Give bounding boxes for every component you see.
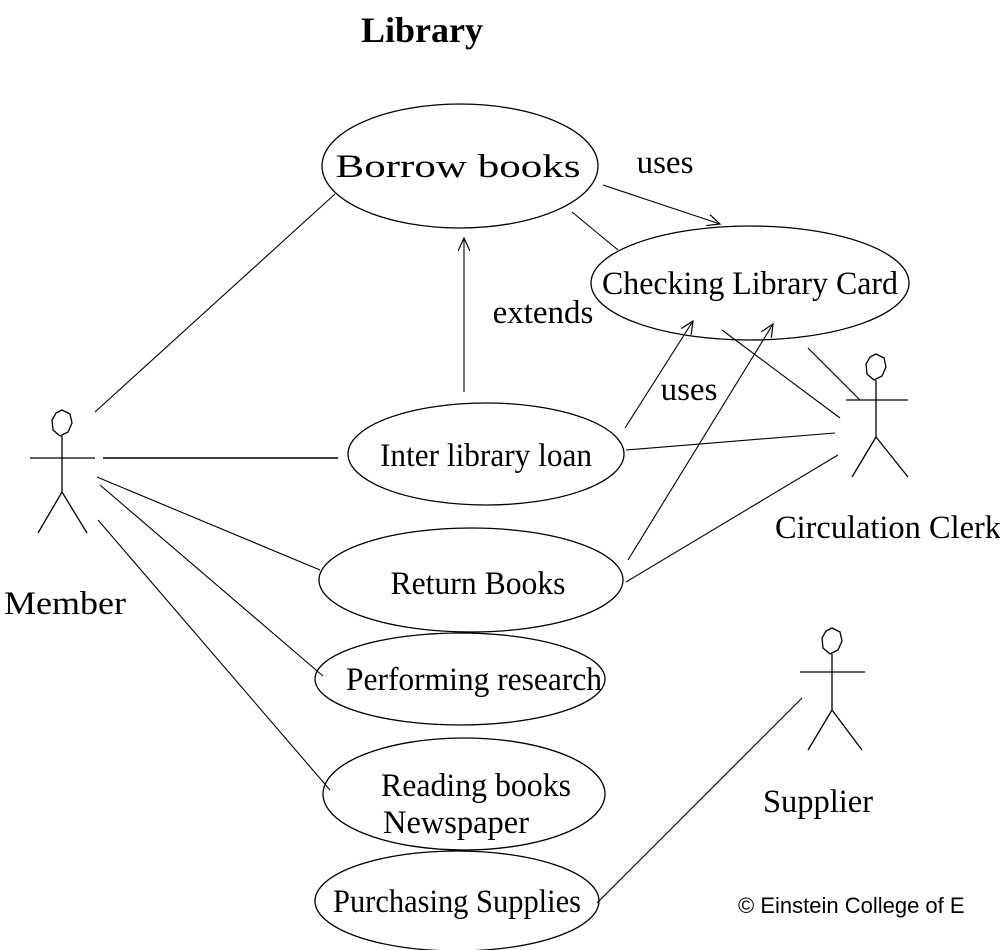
label-supplier: Supplier	[763, 784, 873, 820]
label-purchasing-supplies: Purchasing Supplies	[333, 884, 581, 920]
assoc-member-borrow	[94, 193, 336, 413]
arrow-interlibrary-uses-checking	[624, 321, 693, 429]
assoc-supplier-purchasing	[596, 697, 803, 904]
arrow-borrow-uses-checking	[602, 184, 720, 224]
label-performing-research: Performing research	[346, 662, 602, 698]
assoc-member-research	[99, 484, 324, 677]
actor-circulation-clerk	[846, 353, 909, 478]
member-head	[51, 409, 73, 437]
actor-supplier	[800, 627, 865, 751]
assoc-member-return	[96, 476, 321, 571]
label-member: Member	[4, 586, 126, 622]
dependencies	[464, 184, 773, 561]
use-case-inter-library-loan	[347, 402, 625, 506]
assoc-borrow-checking	[571, 211, 619, 251]
supplier-head	[821, 627, 843, 655]
use-case-reading-books	[322, 737, 606, 851]
footer-copyright: © Einstein College of E	[738, 893, 965, 918]
label-checking-library-card: Checking Library Card	[602, 266, 898, 302]
label-newspaper: Newspaper	[383, 805, 529, 841]
assoc-return-clerk	[625, 454, 839, 583]
label-extends: extends	[493, 295, 594, 331]
use-case-checking-library-card	[590, 225, 910, 341]
label-uses-mid: uses	[661, 372, 718, 408]
associations	[94, 193, 861, 904]
label-borrow-books: Borrow books	[336, 149, 581, 185]
assoc-interlibrary-clerk	[625, 432, 836, 451]
assoc-member-reading	[97, 519, 331, 791]
label-uses-top: uses	[637, 145, 694, 181]
actor-member	[30, 409, 95, 534]
label-return-books: Return Books	[391, 566, 566, 602]
label-reading-books: Reading books	[381, 768, 571, 804]
arrow-return-uses-checking	[627, 324, 773, 561]
diagram-title: Library	[361, 10, 483, 50]
assoc-checking-clerk-b	[807, 347, 861, 401]
label-inter-library-loan: Inter library loan	[380, 438, 592, 474]
use-case-return-books	[318, 527, 624, 633]
use-case-performing-research	[314, 632, 606, 726]
assoc-checking-clerk-a	[721, 329, 841, 419]
use-case-borrow-books	[321, 103, 599, 229]
clerk-head	[865, 353, 887, 381]
label-circulation-clerk: Circulation Clerk	[775, 510, 1000, 546]
